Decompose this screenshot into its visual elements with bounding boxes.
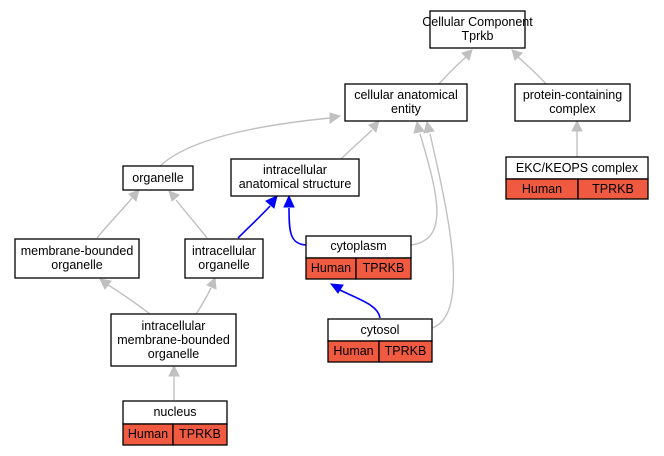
node-nucleus[interactable]: nucleus Human TPRKB (122, 400, 228, 446)
arrowhead (423, 120, 435, 134)
node-label-line3: organelle (148, 347, 199, 361)
arrowhead (511, 49, 523, 61)
edge-cytosol-to-cae (429, 133, 455, 329)
species-label: Human (522, 182, 562, 196)
node-label: cytoplasm (330, 239, 386, 253)
arrowhead (99, 278, 112, 290)
node-label-line1: intracellular (142, 319, 206, 333)
node-label-line1: protein-containing (523, 88, 622, 102)
edge-io-to-ias (237, 205, 271, 239)
node-cytosol[interactable]: cytosol Human TPRKB (327, 318, 433, 363)
arrowhead (168, 190, 180, 202)
edge-pcc-to-root (517, 56, 549, 87)
node-intracellular-organelle[interactable]: intracellular organelle (184, 238, 264, 279)
edge-cae-to-root (436, 56, 467, 87)
node-label-line1: intracellular (263, 163, 327, 177)
node-organelle[interactable]: organelle (122, 165, 194, 191)
edge-io-to-organelle (175, 199, 208, 239)
arrowhead (128, 189, 140, 202)
gene-label: TPRKB (363, 261, 405, 275)
edge-cytoplasm-to-ias (288, 207, 307, 246)
edges (96, 49, 583, 400)
node-label-line2: anatomical structure (239, 177, 352, 191)
node-label-line1: cellular anatomical (354, 88, 458, 102)
gene-cell (172, 423, 228, 446)
node-intracellular-anatomical-structure[interactable]: intracellular anatomical structure (230, 158, 360, 197)
node-cellular-component-root[interactable]: Cellular Component Tprkb (422, 10, 533, 49)
arrowhead (206, 276, 217, 290)
node-label-line2: membrane-bounded (117, 333, 230, 347)
node-label-line2: entity (391, 102, 422, 116)
edge-cytosol-to-cytoplasm (339, 289, 381, 319)
edge-imbo-to-io (195, 287, 212, 315)
gene-cell (355, 257, 412, 280)
edge-imbo-to-mbo (107, 284, 151, 315)
arrowhead (283, 194, 295, 208)
species-label: Human (333, 344, 373, 358)
node-cytoplasm[interactable]: cytoplasm Human TPRKB (305, 235, 412, 280)
node-label: nucleus (153, 405, 196, 419)
arrowhead (461, 49, 473, 61)
gene-label: TPRKB (385, 344, 427, 358)
node-label-line1: membrane-bounded (21, 244, 134, 258)
arrowhead (413, 120, 425, 134)
node-ekc-keops-complex[interactable]: EKC/KEOPS complex Human TPRKB (505, 156, 649, 200)
node-label: cytosol (361, 323, 400, 337)
node-label: organelle (132, 171, 183, 185)
edge-ias-to-cae (339, 129, 373, 161)
species-label: Human (311, 261, 351, 275)
node-label-line2: organelle (51, 258, 102, 272)
node-label: EKC/KEOPS complex (516, 161, 639, 175)
node-label-line2: Tprkb (462, 29, 494, 43)
arrowhead (329, 283, 344, 294)
node-intracellular-membrane-bounded-organelle[interactable]: intracellular membrane-bounded organelle (110, 313, 237, 367)
arrowhead (571, 119, 583, 132)
edge-mbo-to-organelle (96, 197, 133, 239)
arrowhead (168, 364, 180, 377)
arrowhead (265, 195, 278, 209)
node-label-line1: intracellular (192, 244, 256, 258)
gene-cell (577, 178, 649, 200)
node-membrane-bounded-organelle[interactable]: membrane-bounded organelle (14, 238, 140, 279)
species-label: Human (128, 427, 168, 441)
edge-organelle-to-cae (159, 117, 331, 167)
node-label-line1: Cellular Component (422, 15, 533, 29)
node-label-line2: organelle (198, 258, 249, 272)
node-label-line2: complex (549, 102, 596, 116)
arrowhead (329, 112, 342, 124)
gene-label: TPRKB (592, 182, 634, 196)
arrowhead (368, 120, 380, 133)
gene-cell (378, 340, 433, 363)
node-cellular-anatomical-entity[interactable]: cellular anatomical entity (344, 83, 468, 122)
node-protein-containing-complex[interactable]: protein-containing complex (514, 83, 631, 122)
gene-label: TPRKB (179, 427, 221, 441)
edge-cytoplasm-to-cae (410, 133, 438, 246)
